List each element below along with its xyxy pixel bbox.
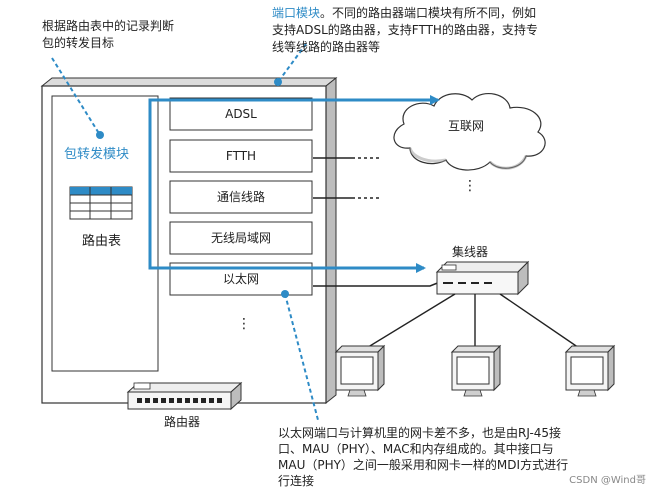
router-port-led [137,398,142,403]
ethernet-note-line-1: 以太网端口与计算机里的网卡差不多，也是由RJ-45接 [278,426,562,440]
port-module-box [169,221,313,255]
port-module-box [169,97,313,131]
routing-table-icon [69,186,133,220]
port-module-note-prefix: 端口模块 [272,6,321,20]
computers [334,344,616,397]
router-device-label: 路由器 [164,415,201,429]
internet-cloud [393,92,546,171]
port-label: 通信线路 [216,190,265,204]
watermark: CSDN @Wind哥 [569,475,646,486]
router-port-led [217,398,222,403]
router-port-led [145,398,150,403]
port-module-note-line-1: 。不同的路由器端口模块有所不同，例如 [320,6,537,20]
more-ports-ellipsis: ⋮ [237,316,251,332]
router-port-led [161,398,166,403]
port-label: FTTH [225,149,257,163]
ethernet-note-line-3: MAU（PHY）之间一般采用和网卡一样的MDI方式进行 [278,458,569,472]
callout-leaders [51,43,319,421]
router-port-led [153,398,158,403]
port-module-note-line-3: 线等线路的路由器等 [272,40,381,54]
internet-label: 互联网 [448,119,485,133]
forwarding-module-box [51,95,159,372]
routing-table-label: 路由表 [82,234,122,249]
router-port-led [169,398,174,403]
forwarding-note-line-2: 包的转发目标 [42,36,115,50]
computer-icon [334,344,386,397]
router-port-led [185,398,190,403]
ethernet-note: 以太网端口与计算机里的网卡差不多，也是由RJ-45接 口、MAU（PHY）、MA… [278,425,568,489]
router-port-led [201,398,206,403]
port-label: 以太网 [222,272,259,286]
port-label: 无线局域网 [210,231,271,245]
port-label: ADSL [225,107,257,121]
router-device-icon [126,381,243,411]
port-module-box [169,139,313,173]
forwarding-note-line-1: 根据路由表中的记录判断 [42,19,175,33]
port-links [313,157,446,287]
hub-label: 集线器 [452,245,489,259]
computer-icon [564,344,616,397]
hub-icon [435,260,530,296]
packet-path-arrows [148,95,440,273]
router-port-led [193,398,198,403]
port-module-note: 端口模块。不同的路由器端口模块有所不同，例如 支持ADSL的路由器，支持FTTH… [272,5,538,56]
ethernet-note-line-2: 口、MAU（PHY）、MAC和内存组成的。其中接口与 [278,442,554,456]
forwarding-module-label: 包转发模块 [64,147,130,162]
port-module-note-line-2: 支持ADSL的路由器，支持FTTH的路由器，支持专 [272,23,538,37]
ethernet-note-line-4: 行连接 [278,474,315,488]
port-module-box [169,180,313,214]
more-lines-ellipsis: ⋮ [463,178,477,194]
router-port-led [177,398,182,403]
computer-icon [450,344,502,397]
router-port-led [209,398,214,403]
forwarding-note: 根据路由表中的记录判断 包的转发目标 [42,18,174,52]
hub-links [359,293,586,353]
